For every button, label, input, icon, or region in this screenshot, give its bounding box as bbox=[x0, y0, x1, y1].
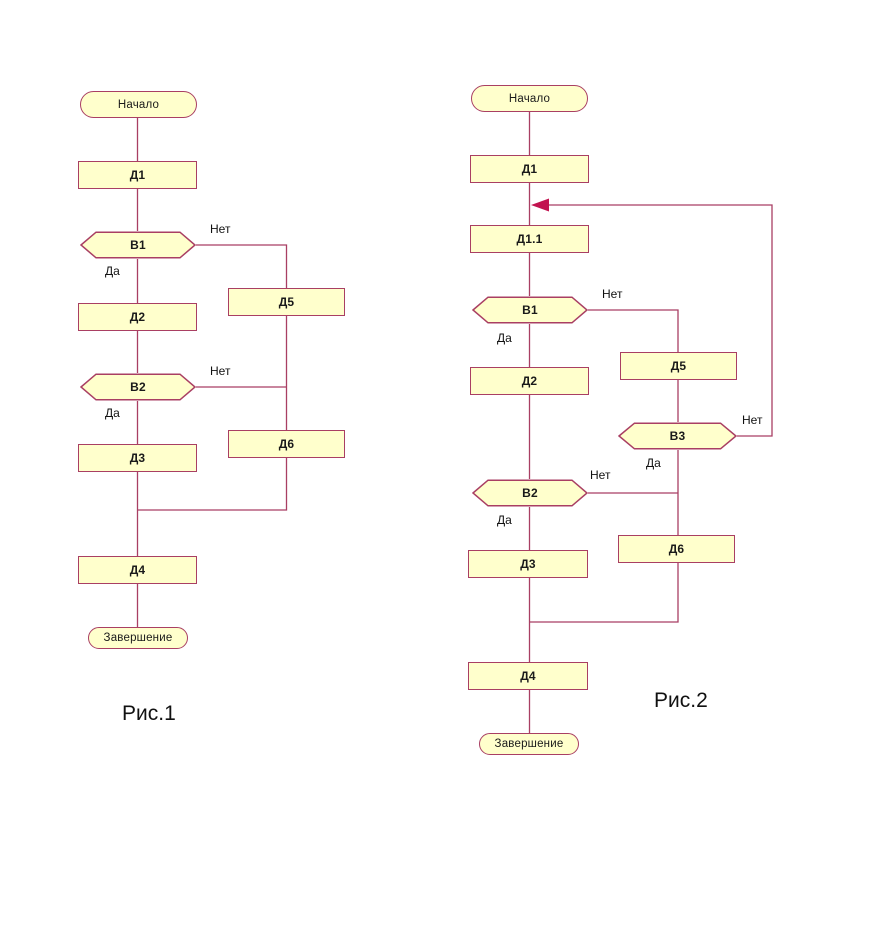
flow2-b2-no-label: Нет bbox=[590, 468, 611, 482]
flow2-process-d2-label: Д2 bbox=[521, 374, 538, 388]
flow1-decision-b1: В1 bbox=[80, 231, 196, 259]
flow2-terminal-start-label: Начало bbox=[508, 92, 551, 105]
flow2-b1-yes-label: Да bbox=[497, 331, 512, 345]
flow2-b3-yes-label: Да bbox=[646, 456, 661, 470]
flow1-b1-no-label: Нет bbox=[210, 222, 231, 236]
flow2-terminal-end: Завершение bbox=[479, 733, 579, 755]
flow2-edge-b1-d5-no bbox=[588, 309, 679, 352]
flow1-process-d6: Д6 bbox=[228, 430, 345, 458]
flow2-b3-no-label: Нет bbox=[742, 413, 763, 427]
flow2-process-d4: Д4 bbox=[468, 662, 588, 690]
flow1-b1-yes-label: Да bbox=[105, 264, 120, 278]
flow2-decision-b3: В3 bbox=[618, 422, 737, 450]
flow2-decision-b2-label: В2 bbox=[522, 486, 538, 500]
flow1-process-d4-label: Д4 bbox=[129, 563, 146, 577]
flow2-decision-b1-label: В1 bbox=[522, 303, 538, 317]
hexagon-shape bbox=[472, 296, 588, 324]
figure2-caption: Рис.2 bbox=[654, 689, 708, 712]
flow1-b2-no-label: Нет bbox=[210, 364, 231, 378]
flow1-terminal-start-label: Начало bbox=[117, 98, 160, 111]
flow2-b2-yes-label: Да bbox=[497, 513, 512, 527]
flow2-process-d3-label: Д3 bbox=[520, 557, 536, 571]
flow1-process-d1: Д1 bbox=[78, 161, 197, 189]
flow1-decision-b2: В2 bbox=[80, 373, 196, 401]
flow2-process-d5: Д5 bbox=[620, 352, 737, 380]
flow2-process-d4-label: Д4 bbox=[520, 669, 536, 683]
flow1-terminal-end: Завершение bbox=[88, 627, 188, 649]
flow2-process-d6: Д6 bbox=[618, 535, 735, 563]
flow2-process-d1: Д1 bbox=[470, 155, 589, 183]
flow1-edge-b1-d5-no bbox=[196, 244, 288, 288]
flow1-process-d5: Д5 bbox=[228, 288, 345, 316]
flow2-process-d2: Д2 bbox=[470, 367, 589, 395]
flow2-process-d11: Д1.1 bbox=[470, 225, 589, 253]
flow2-terminal-start: Начало bbox=[471, 85, 588, 112]
flow1-process-d2: Д2 bbox=[78, 303, 197, 331]
hexagon-shape bbox=[618, 422, 737, 450]
flow1-decision-b2-label: В2 bbox=[130, 380, 146, 394]
flow2-process-d6-label: Д6 bbox=[668, 542, 685, 556]
flow2-process-d5-label: Д5 bbox=[670, 359, 687, 373]
flow2-decision-b2: В2 bbox=[472, 479, 588, 507]
loop-arrowhead-icon bbox=[531, 198, 549, 212]
flow2-decision-b3-label: В3 bbox=[669, 429, 686, 443]
flow2-process-d3: Д3 bbox=[468, 550, 588, 578]
flow1-b2-yes-label: Да bbox=[105, 406, 120, 420]
flow1-process-d2-label: Д2 bbox=[129, 310, 146, 324]
flow2-terminal-end-label: Завершение bbox=[494, 738, 564, 750]
flow1-process-d1-label: Д1 bbox=[129, 168, 146, 182]
flow2-decision-b1: В1 bbox=[472, 296, 588, 324]
flow1-terminal-start: Начало bbox=[80, 91, 197, 118]
figure1-caption: Рис.1 bbox=[122, 702, 176, 725]
hexagon-shape bbox=[80, 231, 196, 259]
flow1-process-d3: Д3 bbox=[78, 444, 197, 472]
flow1-process-d5-label: Д5 bbox=[278, 295, 295, 309]
flow1-terminal-end-label: Завершение bbox=[103, 632, 173, 644]
flow2-process-d11-label: Д1.1 bbox=[516, 232, 543, 246]
flow2-process-d1-label: Д1 bbox=[521, 162, 538, 176]
flow1-process-d4: Д4 bbox=[78, 556, 197, 584]
flow1-process-d6-label: Д6 bbox=[278, 437, 295, 451]
hexagon-shape bbox=[80, 373, 196, 401]
flow2-b1-no-label: Нет bbox=[602, 287, 623, 301]
hexagon-shape bbox=[472, 479, 588, 507]
flow1-process-d3-label: Д3 bbox=[129, 451, 146, 465]
flow1-decision-b1-label: В1 bbox=[130, 238, 146, 252]
